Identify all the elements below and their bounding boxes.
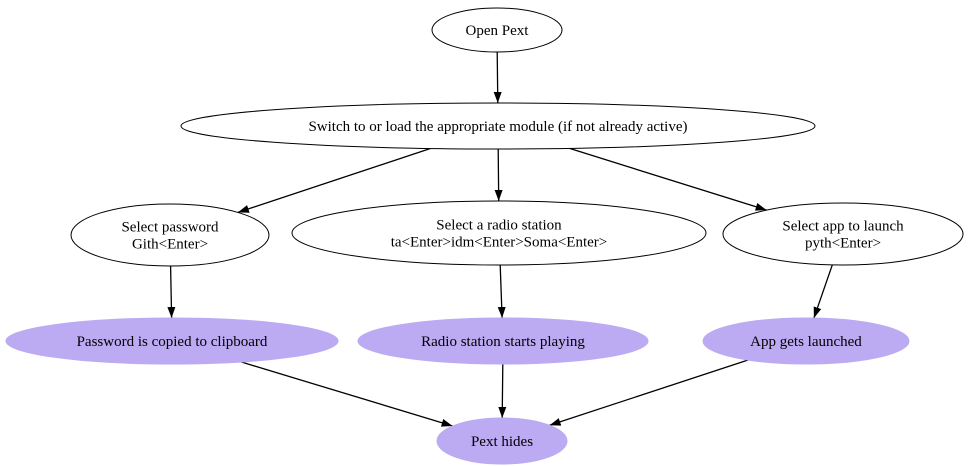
node-pext-hides: Pext hides	[436, 417, 568, 465]
node-label-password-copied: Password is copied to clipboard	[77, 334, 268, 350]
edge-switch-module-to-select-app	[569, 147, 767, 211]
edge-password-copied-to-pext-hides	[240, 361, 453, 427]
node-ellipse-select-password	[70, 203, 270, 267]
node-open-pext: Open Pext	[431, 7, 563, 53]
node-label-app-launched: App gets launched	[750, 334, 862, 350]
node-radio-playing: Radio station starts playing	[357, 317, 649, 365]
node-label-open-pext: Open Pext	[466, 23, 530, 39]
node-switch-module: Switch to or load the appropriate module…	[180, 102, 816, 150]
node-password-copied: Password is copied to clipboard	[5, 317, 339, 365]
node-ellipse-password-copied	[5, 317, 339, 365]
node-ellipse-select-radio-station	[291, 200, 707, 266]
node-ellipse-switch-module	[180, 102, 816, 150]
node-app-launched: App gets launched	[702, 317, 910, 365]
node-ellipse-pext-hides	[436, 417, 568, 465]
edge-select-password-to-password-copied	[167, 265, 176, 319]
node-ellipse-open-pext	[431, 7, 563, 53]
edge-app-launched-to-pext-hides	[549, 359, 749, 426]
node-ellipse-app-launched	[702, 317, 910, 365]
edge-switch-module-to-select-radio-station	[494, 148, 503, 202]
node-ellipse-radio-playing	[357, 317, 649, 365]
edge-switch-module-to-select-password	[237, 147, 431, 214]
edge-open-pext-to-switch-module	[493, 51, 502, 104]
edge-select-app-to-app-launched	[813, 264, 833, 319]
edge-select-radio-station-to-radio-playing	[497, 264, 506, 319]
node-ellipse-select-app	[722, 202, 964, 266]
node-label-pext-hides: Pext hides	[471, 434, 533, 450]
node-label-switch-module: Switch to or load the appropriate module…	[308, 119, 687, 135]
edge-radio-playing-to-pext-hides	[498, 363, 507, 419]
node-label-radio-playing: Radio station starts playing	[421, 334, 585, 350]
edges-layer	[167, 51, 833, 427]
